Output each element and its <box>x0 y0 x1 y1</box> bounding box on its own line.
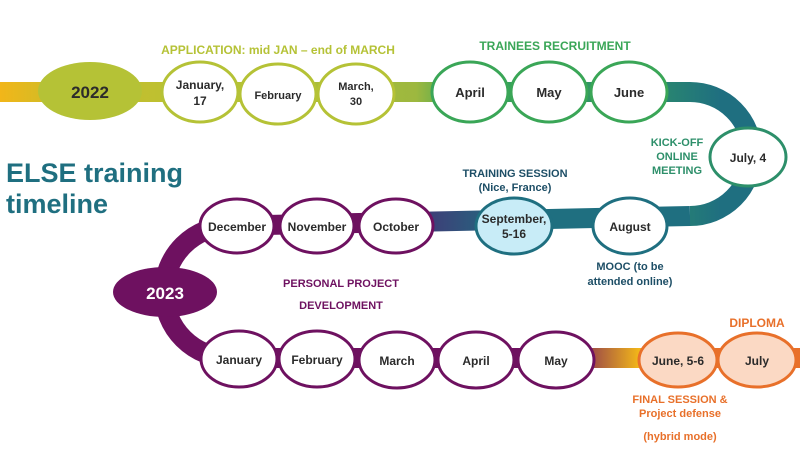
node-december-2022-label: December <box>208 220 266 234</box>
node-mar30-line1: March, <box>338 81 373 93</box>
node-april-2023: April <box>436 330 516 390</box>
personal-project-label-line2: DEVELOPMENT <box>299 300 383 312</box>
kickoff-label-line2: ONLINE <box>656 151 698 163</box>
mooc-label-line2: attended online) <box>588 276 673 288</box>
node-march-2023-label: March <box>379 354 414 368</box>
node-october-2022: October <box>357 197 435 255</box>
node-february-2022-label: February <box>254 90 302 102</box>
node-july4: July, 4 <box>708 126 788 188</box>
node-jan17-line2: 17 <box>193 94 207 108</box>
node-february-2023-label: February <box>291 353 343 367</box>
node-september-line2: 5-16 <box>502 227 526 241</box>
diploma-label: DIPLOMA <box>729 316 785 330</box>
node-july-2023-label: July <box>745 354 769 368</box>
node-november-2022-label: November <box>288 220 347 234</box>
node-jan17: January, 17 <box>160 60 240 124</box>
node-may-2023-label: May <box>544 354 568 368</box>
title-line-1: ELSE training <box>6 158 184 188</box>
node-april-2023-label: April <box>462 354 489 368</box>
node-october-2022-label: October <box>373 220 419 234</box>
year-2022-label: 2022 <box>71 83 109 102</box>
training-session-label-line2: (Nice, France) <box>479 182 552 194</box>
node-mar30-line2: 30 <box>350 96 362 108</box>
node-may-2022: May <box>509 60 589 124</box>
node-january-2023: January <box>199 329 279 389</box>
node-february-2022: February <box>238 62 318 126</box>
node-june-2022: June <box>589 60 669 124</box>
page-title: ELSE training timeline <box>6 158 183 220</box>
node-july4-label: July, 4 <box>730 151 767 165</box>
node-august-2022-label: August <box>609 220 650 234</box>
hybrid-mode-label: (hybrid mode) <box>643 431 717 443</box>
kickoff-label-line3: MEETING <box>652 165 702 177</box>
node-july-2023: July <box>716 331 798 389</box>
node-may-2022-label: May <box>536 85 562 100</box>
final-session-label-line1: FINAL SESSION & <box>632 394 727 406</box>
node-mar30: March, 30 <box>316 62 396 126</box>
node-december-2022: December <box>198 197 276 255</box>
mooc-label-line1: MOOC (to be <box>596 261 663 273</box>
node-september-line1: September, <box>482 212 547 226</box>
node-january-2023-label: January <box>216 353 262 367</box>
node-april-2022: April <box>430 60 510 124</box>
node-june-2022-label: June <box>614 85 644 100</box>
node-september-2022: September, 5-16 <box>474 196 554 256</box>
node-march-2023: March <box>357 330 437 390</box>
node-august-2022: August <box>591 196 669 256</box>
node-february-2023: February <box>277 329 357 389</box>
training-session-label-line1: TRAINING SESSION <box>462 168 567 180</box>
node-may-2023: May <box>516 330 596 390</box>
year-2023-label: 2023 <box>146 284 184 303</box>
final-session-label-line2: Project defense <box>639 408 721 420</box>
kickoff-label-line1: KICK-OFF <box>651 137 704 149</box>
year-2022-badge: 2022 <box>38 62 142 120</box>
node-jan17-line1: January, <box>176 78 224 92</box>
application-label: APPLICATION: mid JAN – end of MARCH <box>161 43 395 57</box>
node-april-2022-label: April <box>455 85 485 100</box>
node-june56-label: June, 5-6 <box>652 354 704 368</box>
node-november-2022: November <box>278 197 356 255</box>
title-line-2: timeline <box>6 189 109 219</box>
personal-project-label-line1: PERSONAL PROJECT <box>283 278 399 290</box>
node-june56-2023: June, 5-6 <box>637 331 719 389</box>
trainees-recruitment-label: TRAINEES RECRUITMENT <box>479 39 631 53</box>
year-2023-badge: 2023 <box>113 267 217 317</box>
